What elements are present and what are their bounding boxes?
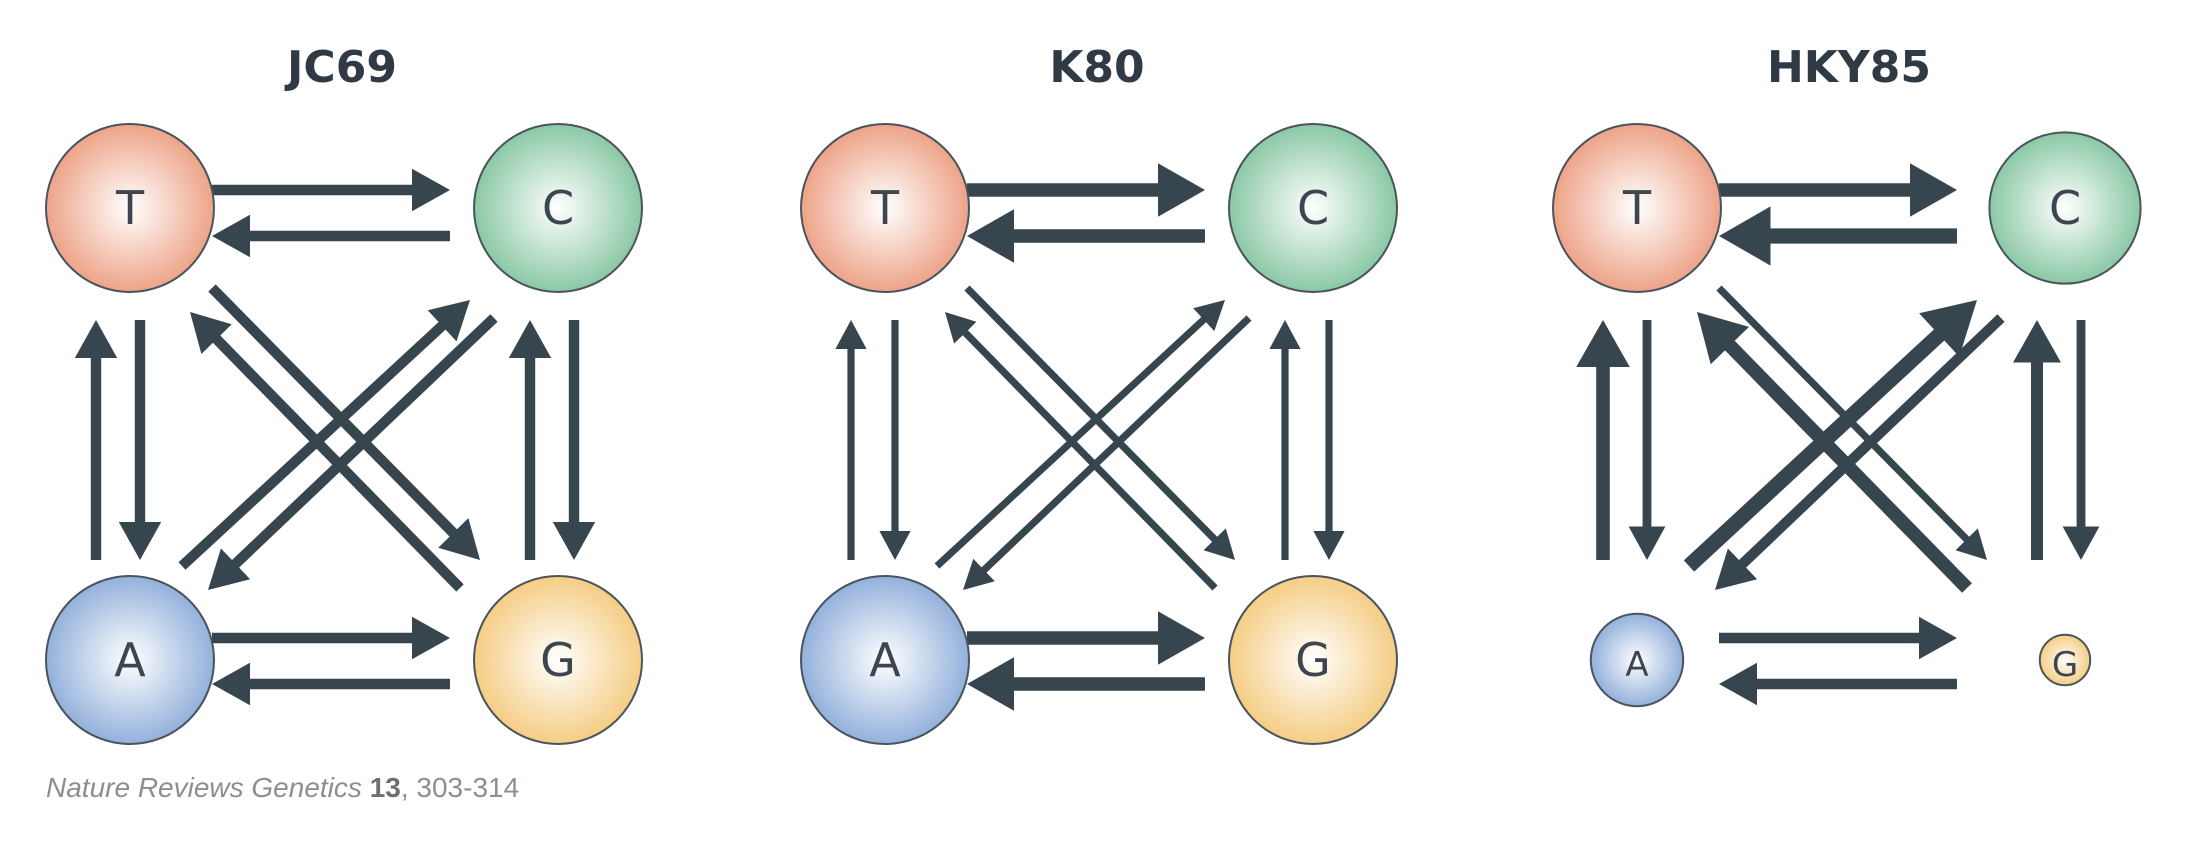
arrow-C-to-T: [967, 209, 1205, 263]
arrow-A-to-T: [835, 320, 867, 560]
citation: Nature Reviews Genetics 13, 303-314: [46, 772, 519, 804]
node-C-circle: [1988, 131, 2142, 285]
model-title: K80: [1049, 42, 1144, 93]
node-A-label: A: [869, 633, 901, 687]
node-A-label: A: [114, 633, 146, 687]
arrow-A-to-C: [1683, 300, 1977, 572]
node-T-label: T: [1622, 181, 1652, 235]
arrow-G-to-T: [1697, 312, 1972, 593]
node-C-label: C: [542, 181, 574, 235]
arrow-G-to-C: [1269, 320, 1301, 560]
arrow-A-to-T: [74, 320, 118, 560]
node-T-label: T: [115, 181, 145, 235]
node-C-circle: [473, 123, 643, 293]
arrow-G-to-T: [190, 312, 464, 592]
arrow-C-to-A: [963, 315, 1252, 590]
arrow-C-to-G: [1313, 320, 1345, 560]
arrow-C-to-G: [552, 320, 596, 560]
arrow-G-to-A: [212, 662, 450, 706]
node-C-circle: [1228, 123, 1398, 293]
node-G-label: G: [540, 633, 576, 687]
arrow-G-to-C: [508, 320, 552, 560]
arrow-A-to-G: [1719, 616, 1957, 660]
node-T-circle: [800, 123, 970, 293]
arrow-T-to-A: [118, 320, 162, 560]
node-A-circle: [800, 575, 970, 745]
node-A-circle: [1589, 612, 1685, 708]
node-A-circle: [45, 575, 215, 745]
arrow-C-to-T: [1719, 206, 1957, 266]
node-T-circle: [45, 123, 215, 293]
arrow-A-to-C: [178, 300, 470, 570]
arrow-T-to-G: [964, 285, 1235, 560]
arrow-G-to-T: [945, 312, 1218, 591]
arrow-G-to-A: [967, 657, 1205, 711]
arrow-C-to-T: [212, 214, 450, 258]
arrow-T-to-C: [967, 163, 1205, 217]
arrow-T-to-A: [879, 320, 911, 560]
node-T-circle: [1552, 123, 1722, 293]
citation-journal: Nature Reviews Genetics: [46, 772, 362, 803]
arrow-C-to-A: [1715, 314, 2005, 590]
node-G-circle: [2038, 633, 2092, 687]
arrow-A-to-T: [1576, 320, 1630, 560]
node-G-circle: [1228, 575, 1398, 745]
node-C-label: C: [1297, 181, 1329, 235]
arrow-T-to-C: [212, 168, 450, 212]
node-G-circle: [473, 575, 643, 745]
arrow-T-to-A: [1628, 320, 1666, 560]
node-T-label: T: [870, 181, 900, 235]
node-G-label: G: [2052, 645, 2078, 685]
node-G-label: G: [1295, 633, 1331, 687]
arrow-C-to-A: [208, 314, 498, 590]
citation-volume: 13: [369, 772, 401, 803]
arrow-G-to-A: [1719, 662, 1957, 706]
node-A-label: A: [1625, 645, 1648, 685]
arrow-G-to-C: [2013, 320, 2061, 560]
model-title: HKY85: [1767, 42, 1931, 93]
arrow-A-to-G: [967, 611, 1205, 665]
arrow-A-to-C: [934, 300, 1225, 569]
node-C-label: C: [2049, 181, 2081, 235]
citation-pages: , 303-314: [400, 772, 520, 803]
arrow-C-to-G: [2062, 320, 2100, 560]
arrow-T-to-C: [1719, 163, 1957, 217]
arrow-A-to-G: [212, 616, 450, 660]
model-title: JC69: [284, 42, 397, 93]
